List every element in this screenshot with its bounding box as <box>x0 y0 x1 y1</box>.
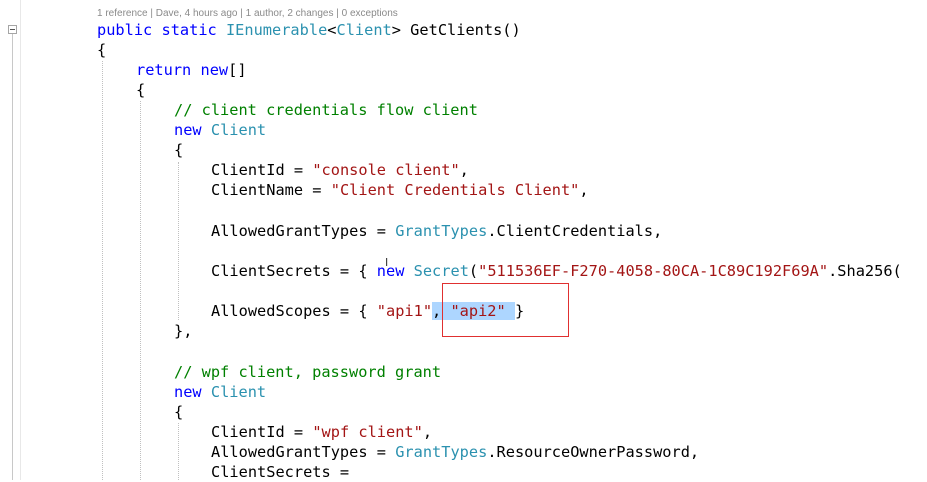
keyword: new <box>200 61 229 79</box>
code-text: ( <box>468 262 479 280</box>
string-literal: "511536EF-F270-4058-80CA-1C89C192F69A" <box>478 262 829 280</box>
codelens-info[interactable]: 1 reference | Dave, 4 hours ago | 1 auth… <box>97 8 398 19</box>
type-name: GrantTypes <box>395 222 488 240</box>
type-name: Client <box>210 383 267 401</box>
keyword: return <box>136 61 192 79</box>
code-line: AllowedScopes = { "api1", "api2" } <box>211 301 524 321</box>
keyword: public <box>97 21 153 39</box>
selected-text: , <box>432 302 451 320</box>
code-text: , <box>459 161 469 179</box>
code-line: { <box>97 41 107 59</box>
code-text: AllowedGrantTypes = <box>211 222 396 240</box>
indent-guide <box>140 101 141 480</box>
code-text: .Sha256( <box>828 262 902 280</box>
type-name: Client <box>336 21 392 39</box>
keyword: new <box>174 383 202 401</box>
code-text: ClientId = <box>211 161 313 179</box>
code-line: { <box>174 403 184 421</box>
code-text: AllowedScopes = { <box>211 302 377 320</box>
indent-guide <box>178 423 179 480</box>
collapse-minus-icon[interactable] <box>8 25 17 34</box>
code-text: } <box>514 302 525 320</box>
keyword: static <box>161 21 217 39</box>
code-line: ClientSecrets = { new Secret("511536EF-F… <box>211 261 902 281</box>
keyword: new <box>174 121 202 139</box>
code-line: new Client <box>174 382 266 402</box>
code-text: .ClientCredentials, <box>487 222 663 240</box>
outline-line <box>12 34 13 480</box>
code-line: }, <box>174 322 193 340</box>
type-name: IEnumerable <box>225 21 328 39</box>
indent-guide <box>178 162 179 320</box>
code-comment: // wpf client, password grant <box>174 363 442 381</box>
code-line: new Client <box>174 120 266 140</box>
indent-guide <box>102 61 103 480</box>
code-text: > GetClients() <box>391 21 521 39</box>
code-text: [] <box>228 61 247 79</box>
code-line: ClientId = "wpf client", <box>211 422 432 442</box>
selected-string-literal: "api2" <box>450 302 515 320</box>
string-literal: "Client Credentials Client" <box>330 181 580 199</box>
code-line: ClientId = "console client", <box>211 160 469 180</box>
code-line: { <box>174 141 184 159</box>
type-name: Client <box>210 121 267 139</box>
keyword: new <box>376 262 405 280</box>
text-cursor-icon: I <box>385 256 389 269</box>
code-line: ClientSecrets = <box>211 463 350 481</box>
string-literal: "api1" <box>376 302 433 320</box>
code-line: { <box>136 81 146 99</box>
code-text: , <box>422 423 433 441</box>
code-text: ClientId = <box>211 423 313 441</box>
code-line: AllowedGrantTypes = GrantTypes.ClientCre… <box>211 221 662 241</box>
code-line: return new[] <box>136 60 247 80</box>
code-text: ClientName = <box>211 181 331 199</box>
code-text: < <box>327 21 337 39</box>
code-text: AllowedGrantTypes = <box>211 443 396 461</box>
editor-gutter <box>0 0 21 480</box>
code-line: public static IEnumerable<Client> GetCli… <box>97 20 521 40</box>
type-name: GrantTypes <box>395 443 488 461</box>
string-literal: "console client" <box>312 161 460 179</box>
code-line: ClientName = "Client Credentials Client"… <box>211 180 589 200</box>
type-name: Secret <box>413 262 469 280</box>
code-text: ClientSecrets = { <box>211 262 377 280</box>
code-text: .ResourceOwnerPassword, <box>487 443 700 461</box>
code-comment: // client credentials flow client <box>174 101 478 119</box>
string-literal: "wpf client" <box>312 423 423 441</box>
code-line: AllowedGrantTypes = GrantTypes.ResourceO… <box>211 442 699 462</box>
code-text: , <box>579 181 589 199</box>
